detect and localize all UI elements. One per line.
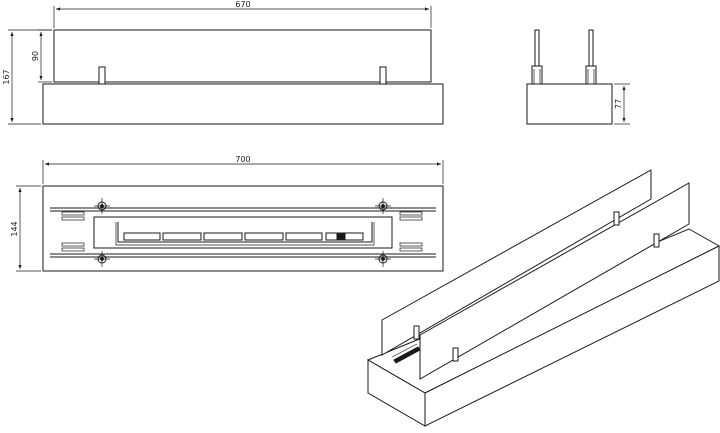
dimension-144: 144	[10, 185, 41, 272]
top-view: 700 144	[10, 155, 444, 272]
iso-glass-back	[381, 169, 652, 356]
burner-insert	[93, 216, 393, 249]
dimension-167: 167	[2, 29, 52, 125]
top-outline	[42, 185, 444, 272]
screw-bottom-left	[94, 251, 110, 267]
dim-label-167: 167	[2, 69, 11, 84]
side-glass-left	[534, 29, 540, 69]
side-base	[526, 83, 613, 125]
dimension-77: 77	[614, 83, 630, 125]
front-view: 670 90 167	[2, 0, 444, 125]
screw-top-right	[375, 198, 391, 214]
burner-slots	[123, 232, 364, 241]
iso-clip-2	[653, 233, 660, 248]
iso-glass-front	[419, 182, 690, 380]
dim-label-700: 700	[235, 155, 250, 164]
dimension-700: 700	[42, 155, 444, 184]
isometric-view	[366, 169, 720, 427]
dimension-90: 90	[31, 29, 52, 83]
dim-label-90: 90	[31, 51, 40, 61]
screw-top-left	[94, 198, 110, 214]
front-clip-left	[98, 66, 106, 85]
side-glass-right	[588, 29, 594, 69]
screw-bottom-right	[375, 251, 391, 267]
side-view: 77	[526, 29, 630, 125]
iso-clip-3	[413, 325, 420, 340]
dim-label-77: 77	[614, 99, 623, 109]
front-glass-panel	[53, 29, 432, 83]
dim-label-670: 670	[235, 0, 250, 9]
iso-base-side	[424, 245, 720, 427]
front-clip-right	[379, 66, 387, 85]
slot-marks	[61, 211, 423, 252]
iso-clip-1	[613, 211, 620, 226]
dim-label-144: 144	[10, 221, 19, 236]
front-base	[42, 83, 444, 125]
burner-handle	[336, 233, 346, 240]
iso-clip-4	[452, 347, 459, 362]
dimension-670: 670	[53, 0, 432, 28]
